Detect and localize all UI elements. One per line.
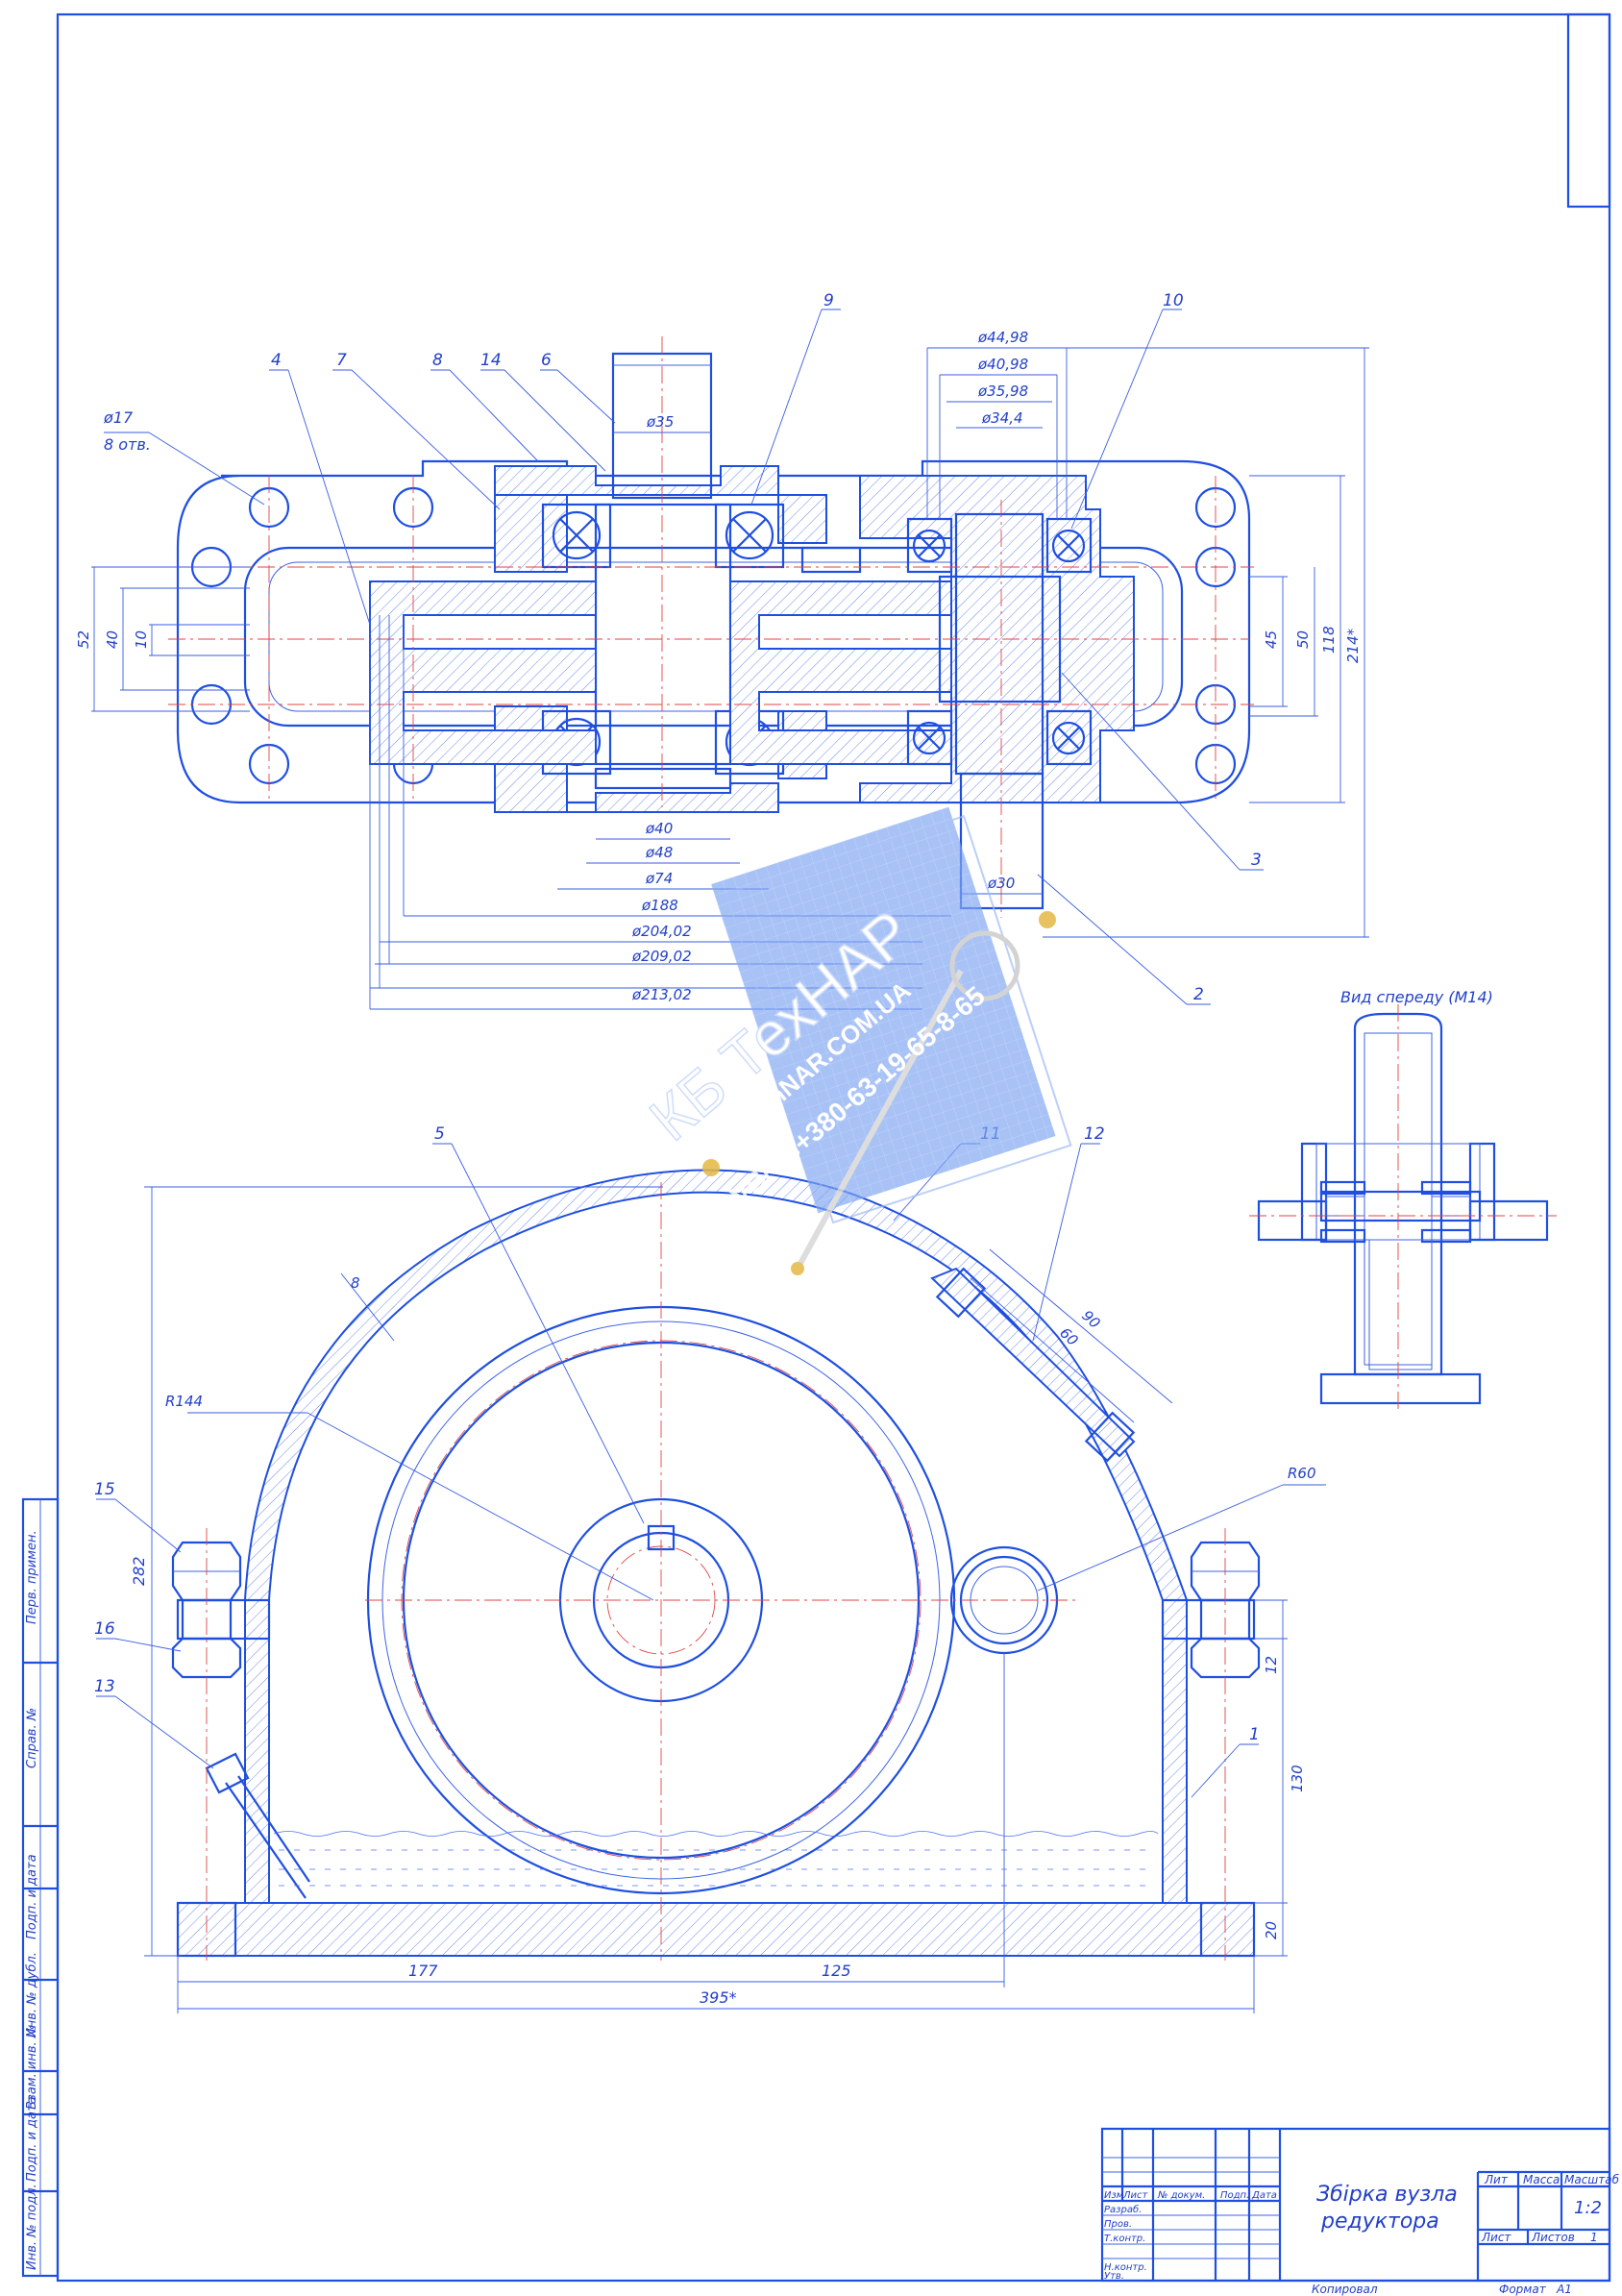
callout-2: 2 <box>1193 985 1204 1004</box>
sheet-frame <box>56 12 1611 2283</box>
role-tcontrol: Т.контр. <box>1104 2234 1145 2244</box>
dim-395: 395* <box>700 1988 737 2007</box>
dim-40-v: 40 <box>104 630 121 649</box>
sig-col-izm: Изм <box>1104 2190 1124 2201</box>
dim-d209: ø209,02 <box>631 948 692 965</box>
role-ncontrol: Н.контр. <box>1104 2262 1147 2273</box>
stamp-sign-date-1: Подп. и дата <box>25 1854 39 1939</box>
callout-5: 5 <box>434 1124 445 1144</box>
copied-label: Копировал <box>1312 2283 1378 2296</box>
dim-d74: ø74 <box>645 870 673 887</box>
sig-col-sign: Подп. <box>1220 2190 1249 2201</box>
callout-1: 1 <box>1249 1725 1260 1744</box>
callout-9: 9 <box>823 291 834 310</box>
dim-shaft-out: ø30 <box>987 875 1015 892</box>
callout-4: 4 <box>271 351 282 370</box>
role-developer: Разраб. <box>1104 2204 1142 2215</box>
hdr-sheet: Лист <box>1481 2231 1511 2244</box>
callout-6: 6 <box>541 351 552 370</box>
stamp-dup-inv: Инв. № дубл. <box>25 1952 39 2037</box>
side-view-label: Вид спереду (М14) <box>1340 988 1493 1006</box>
callout-7: 7 <box>336 351 347 370</box>
sig-col-doc: № докум. <box>1157 2190 1205 2201</box>
callout-10: 10 <box>1163 291 1184 310</box>
dim-shaft-in: ø35 <box>646 413 674 431</box>
stamp-first-use: Перв. примен. <box>25 1530 39 1624</box>
stamp-sign-date-2: Подп. и дата <box>25 2096 39 2182</box>
dim-d35: ø35,98 <box>977 383 1028 400</box>
dim-177: 177 <box>408 1962 438 1980</box>
dim-holes: ø17 <box>103 408 134 427</box>
role-approved: Утв. <box>1104 2271 1124 2282</box>
front-dimensions: 282 12 130 20 177 125 395* R144 R60 8 90… <box>130 1186 1326 2013</box>
bolt-right <box>1190 1541 1261 1679</box>
dim-d188: ø188 <box>641 897 678 914</box>
dim-r60: R60 <box>1288 1465 1316 1482</box>
dim-d40-b: ø40 <box>645 820 673 837</box>
stamp-reference: Справ. № <box>25 1708 39 1768</box>
dim-r144: R144 <box>165 1393 203 1410</box>
callout-3: 3 <box>1251 851 1262 870</box>
dim-12: 12 <box>1263 1656 1280 1674</box>
dim-52: 52 <box>75 630 92 649</box>
callout-15: 15 <box>94 1480 115 1499</box>
role-checker: Пров. <box>1104 2219 1132 2230</box>
sig-col-date: Дата <box>1251 2190 1277 2201</box>
side-stamp-strip: Перв. примен. Справ. № Подп. и дата Инв.… <box>21 1497 60 2278</box>
top-dimensions: ø44,98 ø40,98 ø35,98 ø34,4 ø35 ø40 ø48 ø… <box>75 329 1369 1010</box>
dim-282: 282 <box>130 1556 148 1586</box>
callout-12: 12 <box>1084 1124 1105 1144</box>
top-callouts: 4 7 8 14 6 9 10 3 2 <box>269 291 1264 1005</box>
dim-214: 214* <box>1344 628 1362 663</box>
callout-16: 16 <box>94 1619 115 1639</box>
dim-d48: ø48 <box>645 844 673 861</box>
callout-13: 13 <box>94 1677 115 1696</box>
dim-90: 90 <box>1078 1307 1103 1332</box>
title-line-1: Збірка вузла <box>1316 2183 1458 2207</box>
dim-20: 20 <box>1263 1921 1280 1939</box>
bearing-right <box>906 517 1093 766</box>
stamp-orig-inv: Инв. № подл. <box>25 2184 39 2270</box>
stamp-replace-inv: Взам. инв. № <box>25 2025 39 2110</box>
dim-50: 50 <box>1294 630 1312 649</box>
front-view <box>171 1169 1261 1961</box>
dim-45: 45 <box>1263 630 1280 649</box>
sig-col-list: Лист <box>1122 2190 1149 2201</box>
title-line-2: редуктора <box>1320 2210 1439 2234</box>
dim-130: 130 <box>1289 1765 1306 1792</box>
scale-value: 1:2 <box>1574 2198 1602 2218</box>
hdr-mass: Масса <box>1523 2173 1560 2186</box>
callout-8: 8 <box>432 351 443 370</box>
dim-d204: ø204,02 <box>631 923 692 940</box>
hdr-sheets: Листов <box>1531 2231 1575 2244</box>
hdr-lit: Лит <box>1484 2173 1509 2186</box>
dim-d40: ø40,98 <box>977 356 1028 373</box>
format-label: Формат <box>1499 2283 1547 2296</box>
callout-14: 14 <box>480 351 502 370</box>
dim-d34: ø34,4 <box>981 409 1023 427</box>
front-callouts: 5 11 12 1 15 16 13 <box>94 1124 1260 1798</box>
dim-125: 125 <box>822 1962 851 1980</box>
format-value: A1 <box>1556 2283 1572 2296</box>
dim-d213: ø213,02 <box>631 986 692 1003</box>
dim-10: 10 <box>133 630 150 649</box>
dim-118: 118 <box>1320 626 1338 654</box>
sheets-count: 1 <box>1590 2231 1598 2244</box>
dim-d44: ø44,98 <box>977 329 1028 346</box>
dim-wall-8: 8 <box>351 1274 360 1292</box>
hdr-scale: Масштаб <box>1564 2173 1620 2186</box>
side-view: Вид спереду (М14) <box>1249 988 1557 1413</box>
worm-shaft <box>938 512 1062 910</box>
top-section-view <box>168 336 1254 918</box>
title-block: Збірка вузла редуктора Лит Масса Масштаб… <box>1100 2127 1620 2296</box>
dim-holes-count: 8 отв. <box>104 435 151 454</box>
